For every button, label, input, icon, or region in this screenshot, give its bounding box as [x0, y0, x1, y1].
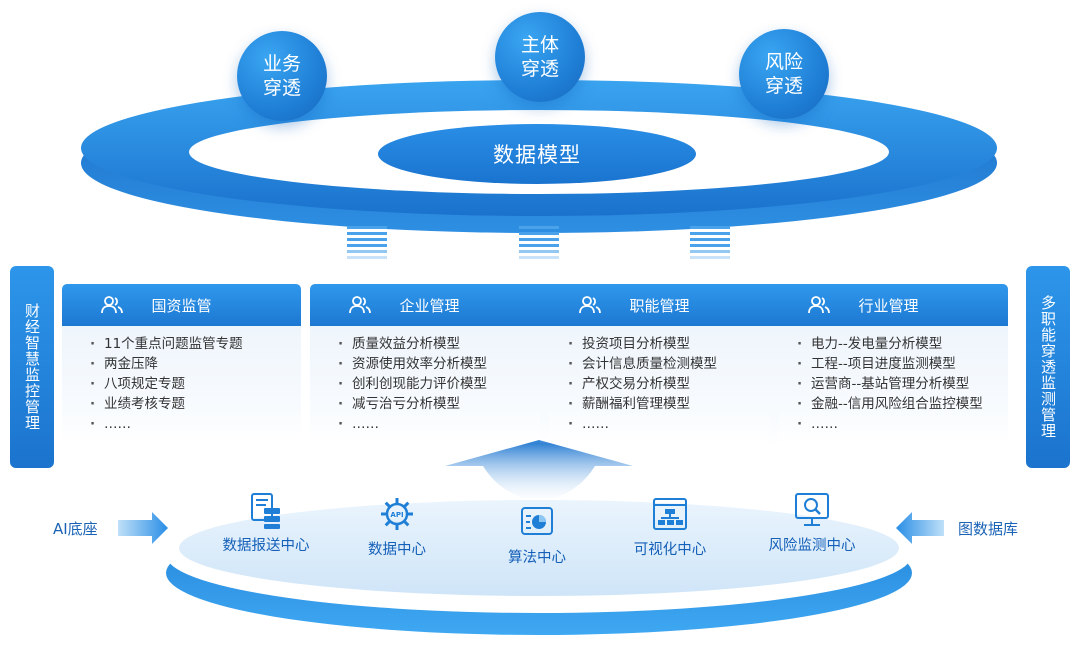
list-item: 运营商--基站管理分析模型: [797, 374, 1008, 394]
list-item: 资源使用效率分析模型: [338, 354, 549, 374]
entity-penetration-circle: 主体 穿透: [495, 12, 585, 102]
center-label: 风险监测中心: [768, 538, 856, 554]
list-item: 会计信息质量检测模型: [568, 354, 779, 374]
ai-base-label: AI底座: [53, 520, 98, 538]
list-item: 电力--发电量分析模型: [797, 334, 1008, 354]
base-platform-top: [179, 500, 899, 596]
list-item: 减亏治亏分析模型: [338, 394, 549, 414]
algorithm-chart-icon: [521, 507, 553, 535]
center-visualization: 可视化中心: [624, 494, 716, 559]
list-item: 产权交易分析模型: [568, 374, 779, 394]
left-side-bar-label: 财经智慧监控管理: [23, 303, 41, 431]
list-item: 11个重点问题监管专题: [90, 334, 301, 354]
card-state-asset-supervision: 国资监管 11个重点问题监管专题 两金压降 八项规定专题 业绩考核专题 ……: [62, 284, 301, 444]
upward-arrow: [445, 440, 633, 498]
business-penetration-circle: 业务 穿透: [237, 31, 327, 121]
list-item: 创利创现能力评价模型: [338, 374, 549, 394]
list-item: 质量效益分析模型: [338, 334, 549, 354]
list-item: ……: [338, 414, 549, 434]
card-title: 职能管理: [629, 296, 690, 315]
risk-penetration-circle: 风险 穿透: [739, 29, 829, 119]
users-icon: [349, 296, 371, 314]
list-item: 薪酬福利管理模型: [568, 394, 779, 414]
graph-db-label: 图数据库: [958, 520, 1019, 538]
api-gear-icon: API: [381, 498, 413, 530]
list-item: 八项规定专题: [90, 374, 301, 394]
users-icon: [101, 296, 123, 314]
center-label: 数据报送中心: [222, 538, 310, 554]
center-risk-monitoring: 风险监测中心: [760, 490, 864, 555]
data-model-pill: 数据模型: [378, 124, 696, 184]
card-header: 企业管理: [310, 284, 549, 326]
ai-base-arrow: [118, 512, 168, 544]
card-body: 电力--发电量分析模型 工程--项目进度监测模型 运营商--基站管理分析模型 金…: [769, 326, 1008, 444]
visual-browser-icon: [653, 498, 687, 530]
center-label: 数据中心: [368, 542, 426, 558]
card-enterprise-management: 企业管理 质量效益分析模型 资源使用效率分析模型 创利创现能力评价模型 减亏治亏…: [310, 284, 549, 444]
svg-text:API: API: [390, 511, 403, 519]
data-stack-icon: [347, 226, 730, 259]
card-header: 国资监管: [62, 284, 301, 326]
center-label: 算法中心: [508, 550, 566, 566]
entity-penetration-label: 主体 穿透: [520, 34, 559, 80]
users-icon: [579, 296, 601, 314]
users-icon: [808, 296, 830, 314]
list-item: 两金压降: [90, 354, 301, 374]
center-label: 可视化中心: [633, 542, 707, 558]
card-body: 投资项目分析模型 会计信息质量检测模型 产权交易分析模型 薪酬福利管理模型 ……: [540, 326, 779, 444]
list-item: 工程--项目进度监测模型: [797, 354, 1008, 374]
business-penetration-label: 业务 穿透: [262, 53, 301, 99]
list-item: 投资项目分析模型: [568, 334, 779, 354]
card-functional-management: 职能管理 投资项目分析模型 会计信息质量检测模型 产权交易分析模型 薪酬福利管理…: [540, 284, 779, 444]
right-side-bar-label: 多职能穿透监测管理: [1039, 295, 1057, 439]
center-data-reporting: 数据报送中心: [214, 490, 318, 555]
card-title: 行业管理: [858, 296, 919, 315]
card-title: 企业管理: [399, 296, 460, 315]
document-server-icon: [251, 493, 280, 529]
center-algorithm: 算法中心: [492, 502, 582, 567]
card-body: 11个重点问题监管专题 两金压降 八项规定专题 业绩考核专题 ……: [62, 326, 301, 444]
list-item: 业绩考核专题: [90, 394, 301, 414]
card-header: 职能管理: [540, 284, 779, 326]
risk-penetration-label: 风险 穿透: [764, 51, 803, 97]
list-item: ……: [90, 414, 301, 434]
center-data: API 数据中心: [352, 494, 442, 559]
card-industry-management: 行业管理 电力--发电量分析模型 工程--项目进度监测模型 运营商--基站管理分…: [769, 284, 1008, 444]
left-side-bar: 财经智慧监控管理: [10, 266, 54, 468]
list-item: ……: [797, 414, 1008, 434]
data-model-label: 数据模型: [493, 143, 581, 167]
card-title: 国资监管: [151, 296, 212, 315]
list-item: 金融--信用风险组合监控模型: [797, 394, 1008, 414]
monitor-search-icon: [795, 493, 829, 526]
right-side-bar: 多职能穿透监测管理: [1026, 266, 1070, 468]
card-body: 质量效益分析模型 资源使用效率分析模型 创利创现能力评价模型 减亏治亏分析模型 …: [310, 326, 549, 444]
list-item: ……: [568, 414, 779, 434]
card-header: 行业管理: [769, 284, 1008, 326]
graph-db-arrow: [896, 512, 944, 544]
